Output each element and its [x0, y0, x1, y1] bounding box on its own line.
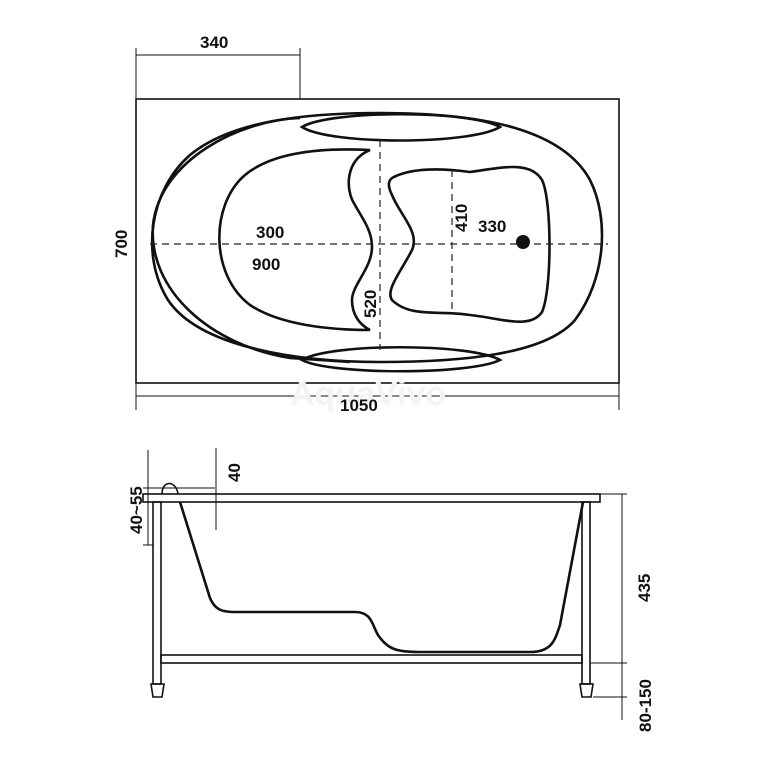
- seat-recess: [218, 148, 374, 332]
- bottom-armrest: [299, 346, 503, 373]
- foot-left: [150, 683, 165, 698]
- foot-well: [387, 165, 551, 323]
- dim-label-80-150: 80-150: [636, 679, 655, 732]
- frame-leg-left: [152, 501, 162, 685]
- dim-label-340: 340: [200, 33, 228, 52]
- rim-outer-shell: [151, 116, 351, 364]
- frame-leg-right: [581, 501, 591, 685]
- dim-label-520: 520: [361, 290, 380, 318]
- tub-rim: [142, 493, 601, 503]
- top-view: 340 700 AquaVivo 1050 300 900 330 410 52…: [112, 33, 620, 415]
- dim-label-40: 40: [225, 463, 244, 482]
- tub-outline-top: [135, 98, 620, 384]
- drain-hole: [516, 235, 530, 249]
- top-armrest: [299, 113, 503, 142]
- dim-label-700: 700: [112, 230, 131, 258]
- headrest-bump: [161, 482, 179, 495]
- tub-body-profile: [178, 501, 585, 654]
- frame-crossbar: [160, 654, 583, 664]
- dim-label-40-55: 40~55: [127, 486, 146, 534]
- dim-label-300: 300: [256, 223, 284, 242]
- dim-label-410: 410: [452, 204, 471, 232]
- side-view: 40~55 40 435 80-150: [127, 448, 655, 732]
- watermark: AquaVivo: [290, 375, 446, 413]
- foot-right: [579, 683, 594, 698]
- dim-label-1050: 1050: [340, 396, 378, 415]
- rim-oval: [150, 111, 604, 364]
- dim-label-435: 435: [635, 574, 654, 602]
- dim-label-330: 330: [478, 217, 506, 236]
- dim-label-900: 900: [252, 255, 280, 274]
